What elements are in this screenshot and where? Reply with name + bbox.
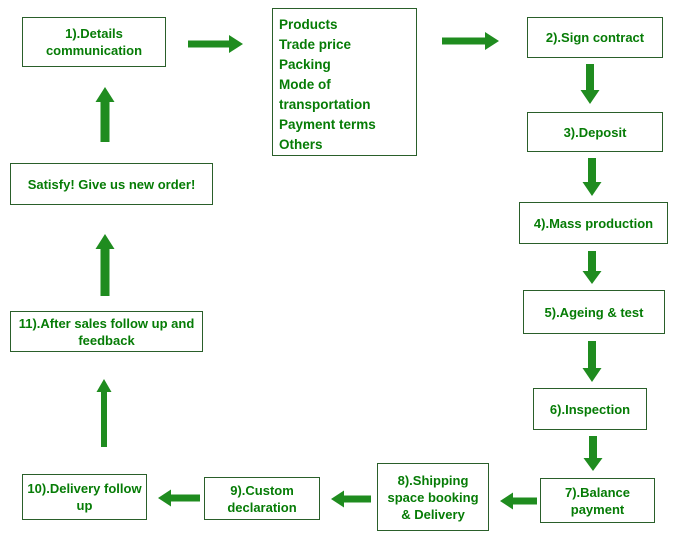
node-balance-payment: 7).Balance payment — [540, 478, 655, 523]
arrow-after-sales-to-satisfy — [95, 234, 115, 296]
node-label: 1).Details communication — [45, 26, 143, 58]
topic-item-others: Others — [279, 137, 323, 152]
node-satisfy-new-order: Satisfy! Give us new order! — [10, 163, 213, 205]
node-after-sales-follow-up: 11).After sales follow up and feedback — [10, 311, 203, 352]
node-label: 7).Balance payment — [564, 484, 631, 517]
topic-item-payment-terms: Payment terms — [279, 117, 376, 132]
topic-item-packing: Packing — [279, 57, 331, 72]
arrow-shipping-to-custom — [331, 490, 371, 508]
topic-item-trade-price: Trade price — [279, 37, 352, 52]
node-details-communication: 1).Details communication — [22, 17, 166, 67]
topic-item-products: Products — [279, 17, 338, 32]
node-label: 9).Custom declaration — [227, 482, 297, 515]
node-ageing-and-test: 5).Ageing & test — [523, 290, 665, 334]
arrow-mass-to-ageing — [582, 251, 602, 284]
node-label: 8).Shipping space booking & Delivery — [387, 472, 479, 522]
node-label: 2).Sign contract — [545, 30, 645, 45]
node-mass-production: 4).Mass production — [519, 202, 668, 244]
node-shipping-space-booking: 8).Shipping space booking & Delivery — [377, 463, 489, 531]
node-label: 4).Mass production — [533, 215, 654, 231]
node-label: 5).Ageing & test — [544, 304, 644, 320]
node-inspection: 6).Inspection — [533, 388, 647, 430]
node-delivery-follow-up: 10).Delivery follow up — [22, 474, 147, 520]
arrow-inspection-to-balance — [583, 436, 603, 471]
arrow-satisfy-to-details — [95, 87, 115, 142]
node-label: Satisfy! Give us new order! — [27, 176, 196, 192]
arrow-topics-to-sign-contract — [442, 32, 499, 50]
node-label: 3).Deposit — [563, 124, 627, 140]
arrow-deposit-to-mass — [582, 158, 602, 196]
arrow-details-to-topics — [188, 35, 243, 53]
node-discussion-topics: Products Trade price Packing Mode of tra… — [272, 8, 417, 156]
arrow-ageing-to-inspection — [582, 341, 602, 382]
node-deposit: 3).Deposit — [527, 112, 663, 152]
node-custom-declaration: 9).Custom declaration — [204, 477, 320, 520]
arrow-sign-contract-to-deposit — [580, 64, 600, 104]
node-label: 10).Delivery follow up — [27, 481, 142, 513]
arrow-delivery-to-after-sales — [96, 379, 112, 447]
node-sign-contract: 2).Sign contract — [527, 17, 663, 58]
arrow-balance-to-shipping — [500, 492, 537, 510]
topic-item-transportation: Mode of transportation — [279, 77, 371, 112]
arrow-custom-to-delivery — [158, 489, 200, 507]
node-label: 6).Inspection — [549, 401, 631, 417]
node-label: 11).After sales follow up and feedback — [18, 315, 195, 348]
